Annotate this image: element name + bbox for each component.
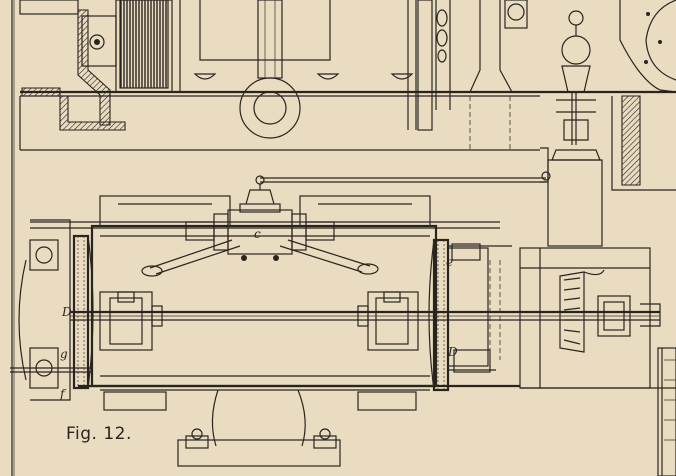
label-f: f (59, 387, 67, 401)
bearing-right (357, 291, 419, 351)
upper-elevation-view (11, 0, 676, 476)
label-e: e (446, 255, 453, 269)
figure-caption: Fig. 12. (66, 424, 132, 444)
label-c: c (254, 227, 261, 241)
bevel-gear (559, 269, 605, 353)
bearing-left (99, 291, 163, 351)
foot-bolts (177, 428, 341, 467)
governor (556, 10, 596, 145)
lower-plan-view (10, 147, 676, 476)
label-D-right: D (447, 345, 458, 359)
label-D-left: D (61, 305, 72, 319)
chain-icon (436, 9, 448, 63)
valve-block-c (185, 175, 335, 261)
gear-wheel-left (72, 234, 94, 390)
label-g: g (60, 347, 68, 361)
